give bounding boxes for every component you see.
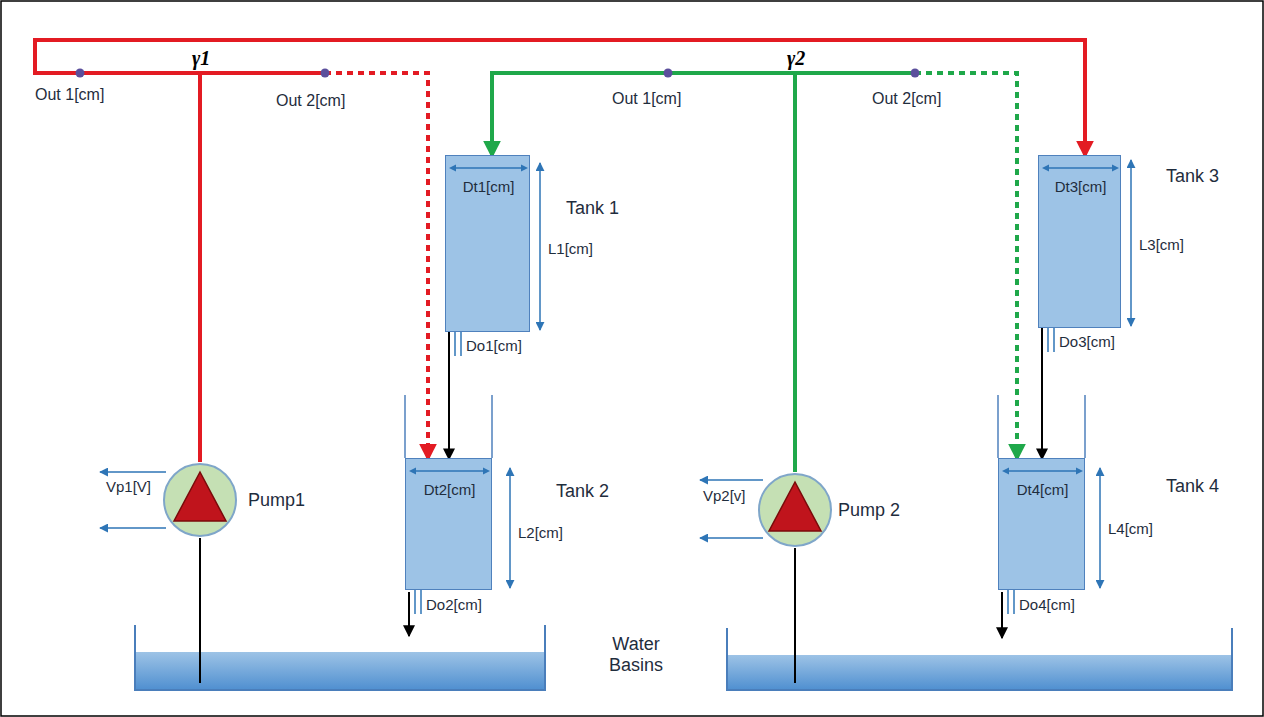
dimension-label: Out 2[cm] xyxy=(872,90,941,108)
water-tank: Tank 1Dt1[cm] xyxy=(445,155,530,332)
dimension-label: L2[cm] xyxy=(518,524,563,541)
tank-label: Tank 3 xyxy=(1166,166,1219,187)
flow-pipe xyxy=(1042,328,1043,458)
outlet-point xyxy=(76,69,920,78)
dimension-label: L1[cm] xyxy=(548,240,593,257)
flow-pipe-segment xyxy=(492,73,795,472)
pump-label: Pump1 xyxy=(248,490,305,511)
dimension-label: Out 1[cm] xyxy=(612,90,681,108)
drain-arrow xyxy=(409,592,1002,638)
flow-pipe-segment xyxy=(448,332,450,458)
pump-icon xyxy=(162,462,238,538)
pump-icon xyxy=(757,472,833,548)
dimension-label: Out 1[cm] xyxy=(35,86,104,104)
pump-symbol: Pump1 xyxy=(162,462,238,538)
basin-label: Water Basins xyxy=(596,634,676,675)
tank-diameter: Dt4[cm] xyxy=(999,481,1086,498)
tank-label: Tank 1 xyxy=(566,198,619,219)
dimension-label: Vp1[V] xyxy=(106,478,151,495)
tank-dimension xyxy=(999,459,1086,591)
tank-diameter: Dt2[cm] xyxy=(406,481,493,498)
flow-pipe-segment xyxy=(200,73,325,462)
dimension-label: Do3[cm] xyxy=(1059,333,1115,350)
dimension-label: Out 2[cm] xyxy=(276,92,345,110)
tank-label: Tank 2 xyxy=(556,481,609,502)
water-tank: Tank 3Dt3[cm] xyxy=(1038,155,1121,328)
flow-pipe xyxy=(492,73,795,472)
tank-diameter: Dt3[cm] xyxy=(1039,178,1122,195)
flow-pipe-segment xyxy=(35,40,1085,462)
dimension-label: Do4[cm] xyxy=(1019,596,1075,613)
tank-diameter: Dt1[cm] xyxy=(446,178,531,195)
dimension-label: Vp2[v] xyxy=(703,487,746,504)
valve-ratio: γ2 xyxy=(787,48,805,68)
flow-pipe-segment xyxy=(325,73,428,458)
flow-pipe xyxy=(795,73,1017,472)
tank-label: Tank 4 xyxy=(1166,476,1219,497)
tank-dimension xyxy=(406,459,493,591)
water-basin xyxy=(135,625,1232,690)
flow-pipe xyxy=(35,40,1085,462)
dimension-label: L3[cm] xyxy=(1139,236,1184,253)
pump-label: Pump 2 xyxy=(838,500,900,521)
valve-ratio: γ1 xyxy=(192,48,210,68)
flow-pipe-segment xyxy=(1041,328,1043,458)
water-tank: Tank 2Dt2[cm] xyxy=(405,458,492,590)
tank-wall xyxy=(405,395,1085,458)
pump-symbol: Pump 2 xyxy=(757,472,833,548)
orifice-pipe xyxy=(415,328,1054,614)
dimension-label: L4[cm] xyxy=(1108,520,1153,537)
flow-pipe-segment xyxy=(795,73,915,472)
dimension-label: Do1[cm] xyxy=(466,337,522,354)
flow-pipe xyxy=(449,332,450,458)
water-tank: Tank 4Dt4[cm] xyxy=(998,458,1085,590)
suction-pipe xyxy=(200,538,795,683)
flow-pipe xyxy=(200,73,428,462)
flow-pipe-segment xyxy=(915,73,1017,458)
dimension-label: Do2[cm] xyxy=(426,596,482,613)
